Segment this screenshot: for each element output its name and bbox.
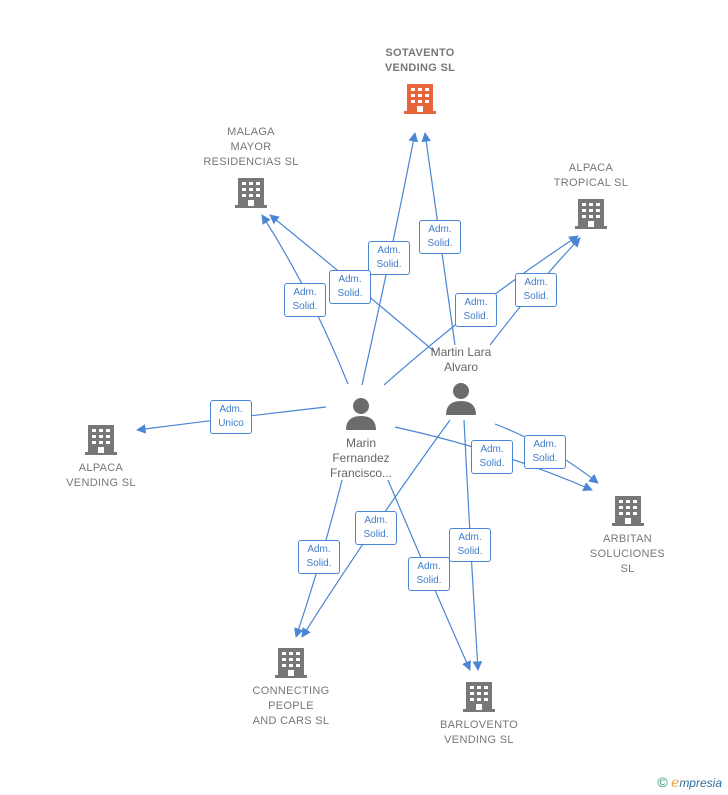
role-badge[interactable]: Adm. Solid. — [355, 511, 397, 545]
company-label: ALPACA VENDING SL — [66, 462, 136, 489]
person-label: Martin Lara Alvaro — [430, 345, 492, 374]
building-icon — [463, 682, 495, 712]
person-marin-fernandez[interactable]: Marin Fernandez Francisco... — [315, 396, 407, 481]
copyright-icon: © — [657, 774, 668, 790]
brand-e: e — [671, 775, 680, 791]
person-label: Marin Fernandez Francisco... — [329, 436, 392, 480]
company-label: CONNECTING PEOPLE AND CARS SL — [252, 685, 330, 727]
company-alpaca-tropical[interactable]: ALPACA TROPICAL SL — [535, 161, 647, 229]
role-badge[interactable]: Adm. Solid. — [419, 220, 461, 254]
building-icon — [575, 199, 607, 229]
role-badge[interactable]: Adm. Solid. — [368, 241, 410, 275]
role-badge[interactable]: Adm. Solid. — [455, 293, 497, 327]
building-icon — [611, 496, 644, 526]
company-barlovento-vending[interactable]: BARLOVENTO VENDING SL — [423, 680, 535, 748]
building-icon — [275, 648, 307, 678]
role-badge[interactable]: Adm. Solid. — [284, 283, 326, 317]
building-icon — [235, 178, 267, 208]
role-badge[interactable]: Adm. Solid. — [298, 540, 340, 574]
company-alpaca-vending[interactable]: ALPACA VENDING SL — [45, 423, 157, 491]
role-badge[interactable]: Adm. Solid. — [515, 273, 557, 307]
role-badge[interactable]: Adm. Solid. — [408, 557, 450, 591]
role-badge[interactable]: Adm. Solid. — [329, 270, 371, 304]
company-label: ARBITAN SOLUCIONES SL — [589, 533, 666, 575]
company-arbitan-soluciones[interactable]: ARBITAN SOLUCIONES SL — [570, 494, 685, 577]
company-connecting-people[interactable]: CONNECTING PEOPLE AND CARS SL — [235, 646, 347, 729]
company-label: MALAGA MAYOR RESIDENCIAS SL — [203, 126, 299, 168]
company-sotavento-vending[interactable]: SOTAVENTO VENDING SL — [360, 46, 480, 114]
brand-text: mpresia — [679, 776, 722, 790]
person-icon — [346, 398, 376, 430]
company-label: ALPACA TROPICAL SL — [553, 162, 629, 189]
role-badge[interactable]: Adm. Solid. — [524, 435, 566, 469]
role-badge[interactable]: Adm. Solid. — [471, 440, 513, 474]
building-icon — [404, 84, 436, 114]
company-malaga-mayor[interactable]: MALAGA MAYOR RESIDENCIAS SL — [195, 125, 307, 208]
company-label: SOTAVENTO VENDING SL — [384, 47, 456, 74]
person-icon — [446, 383, 476, 415]
brand-logo[interactable]: © empresia — [657, 774, 722, 791]
person-martin-lara[interactable]: Martin Lara Alvaro — [415, 345, 507, 415]
company-label: BARLOVENTO VENDING SL — [440, 719, 518, 746]
role-badge[interactable]: Adm. Solid. — [449, 528, 491, 562]
building-icon — [85, 425, 117, 455]
role-badge[interactable]: Adm. Unico — [210, 400, 252, 434]
